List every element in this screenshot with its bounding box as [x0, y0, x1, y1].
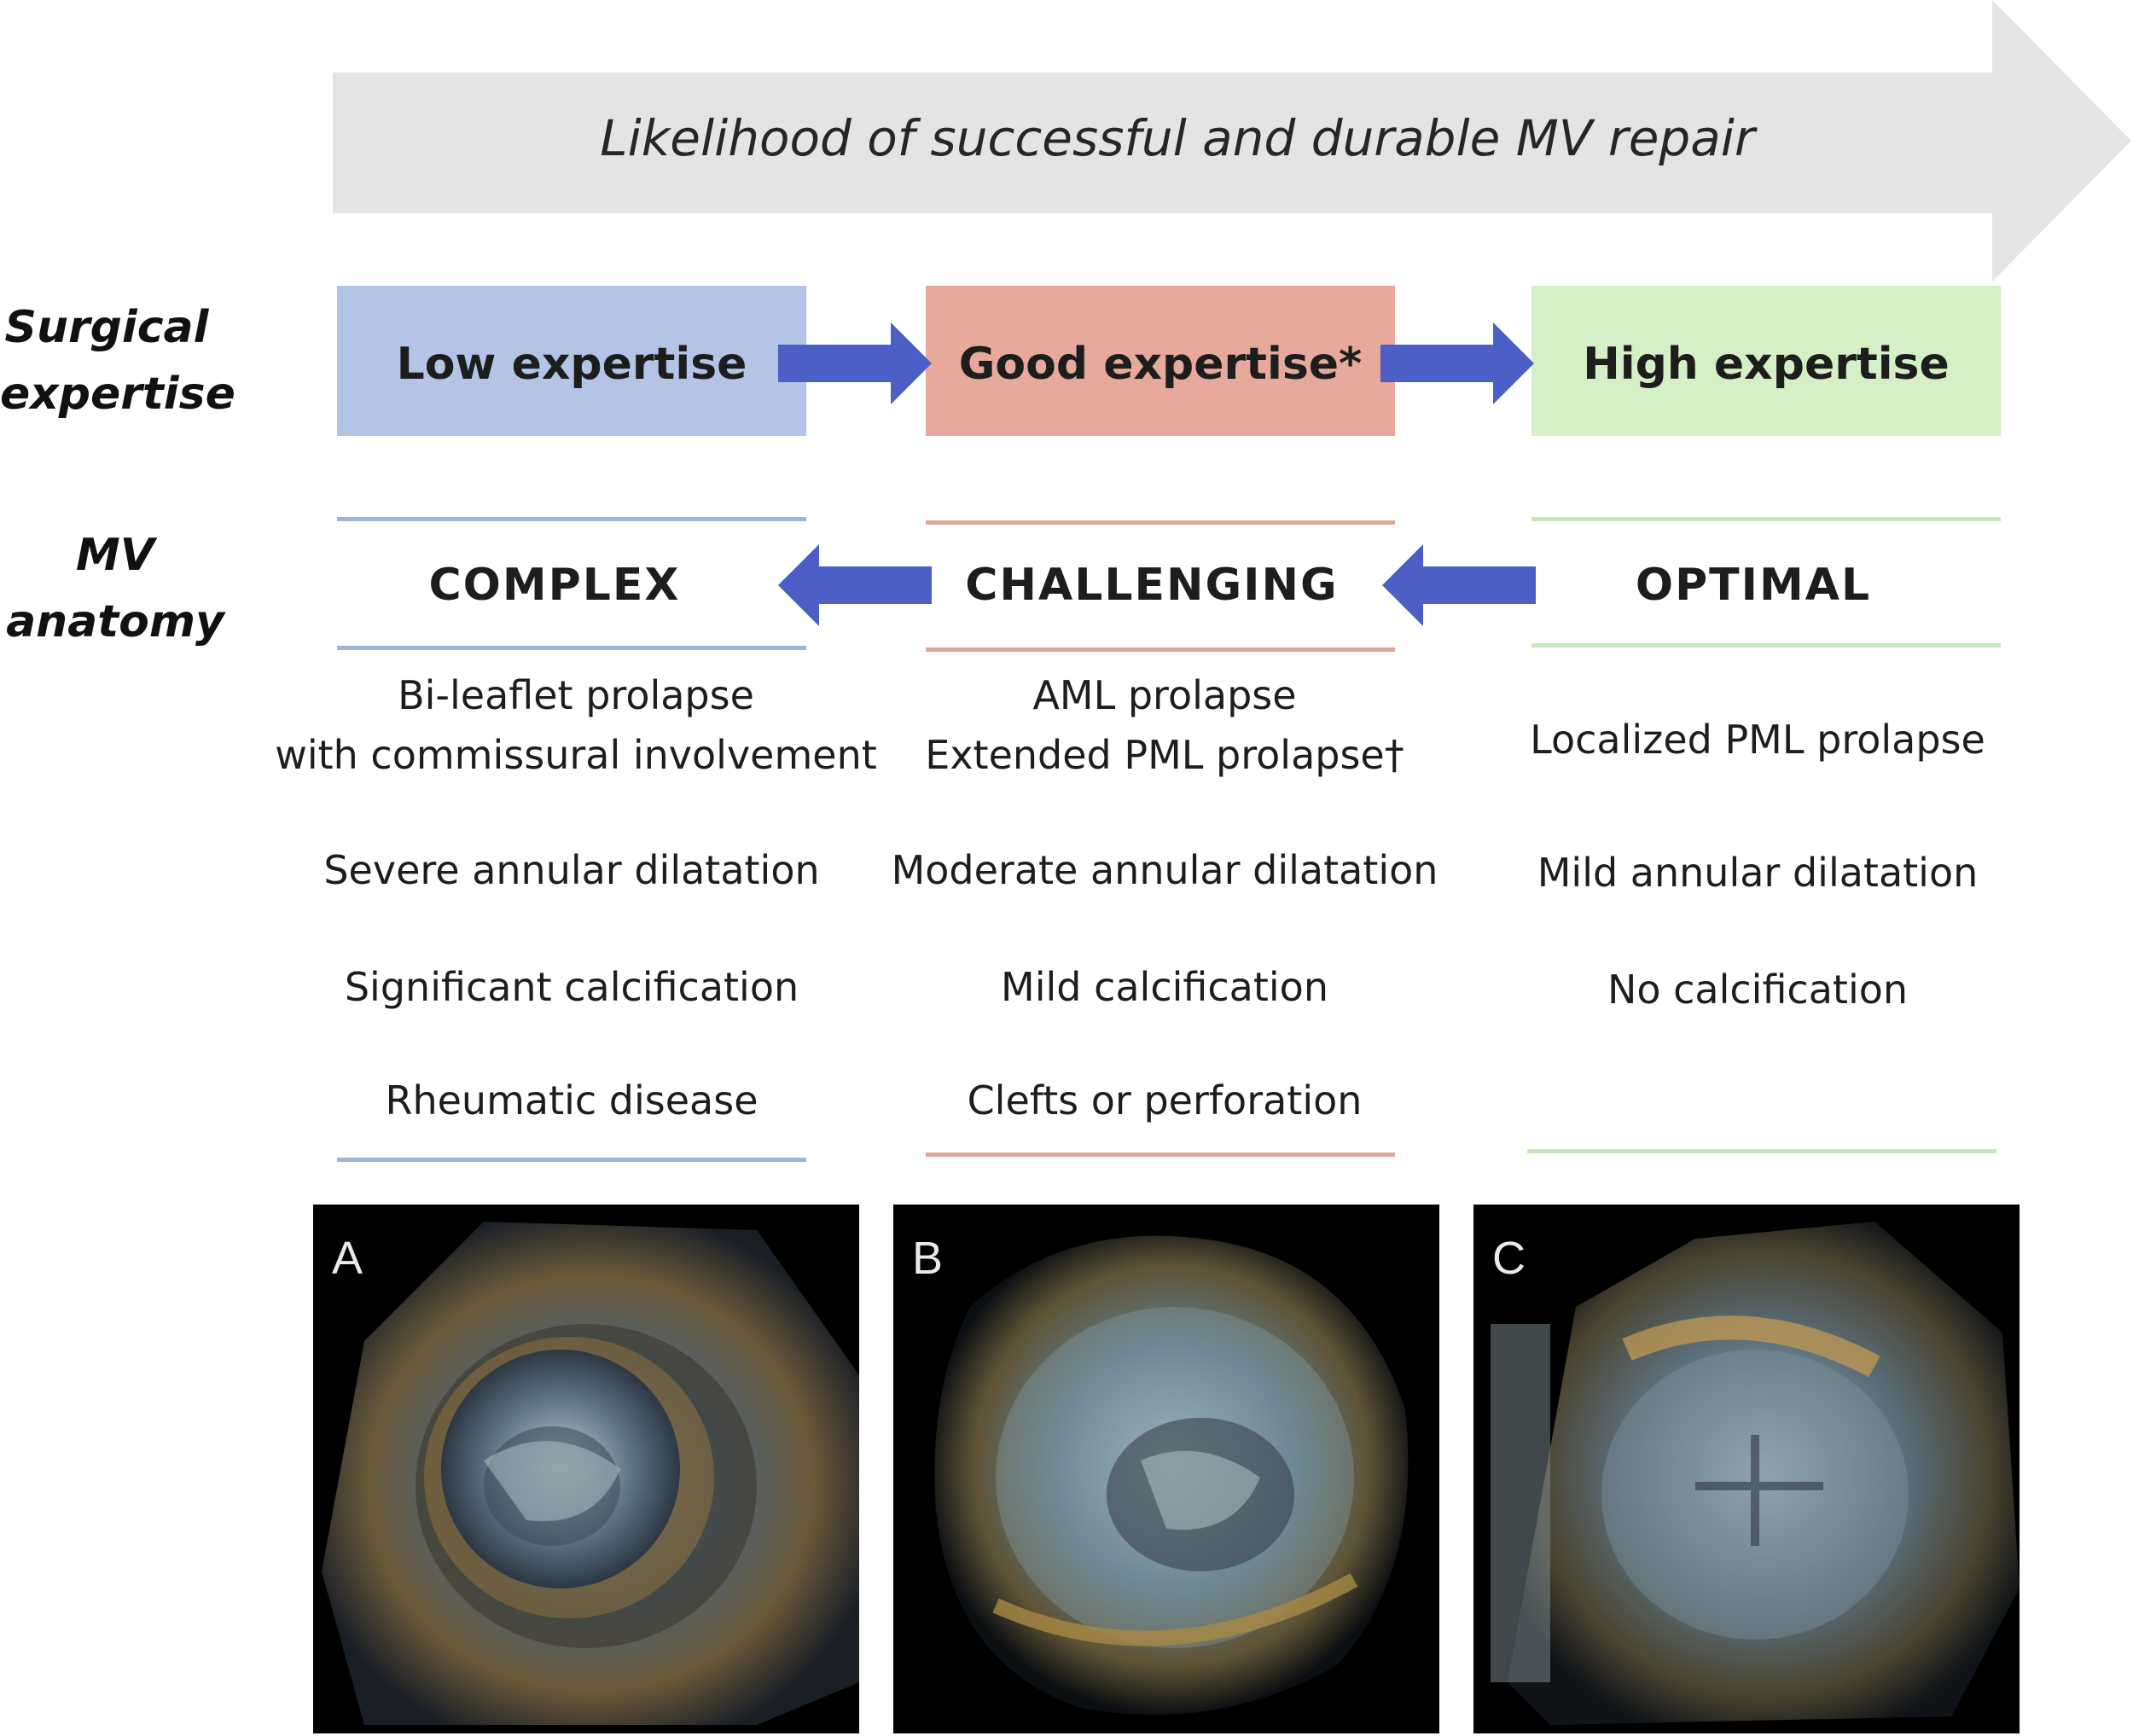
surgical-label-line1: Surgical	[4, 302, 209, 353]
challenging-end-line	[926, 1152, 1395, 1157]
good-expertise-box: Good expertise*	[926, 286, 1395, 436]
challenging-feature-4: Mild calcification	[1001, 964, 1328, 1010]
optimal-feature-2: Mild annular dilatation	[1537, 850, 1979, 896]
echo-render-b	[934, 1235, 1409, 1716]
panel-letter-b: B	[912, 1233, 944, 1284]
challenging-feature-5: Clefts or perforation	[967, 1077, 1363, 1123]
optimal-end-line	[1527, 1149, 1996, 1153]
complex-feature-3: Severe annular dilatation	[323, 847, 820, 893]
challenging-bottom-line	[926, 647, 1395, 652]
challenging-feature-1: AML prolapse	[1032, 672, 1297, 718]
likelihood-arrow-shape	[333, 0, 2131, 282]
complex-feature-2: with commissural involvement	[275, 732, 877, 778]
complex-feature-4: Significant calcification	[344, 964, 799, 1010]
echo-image-b: B	[893, 1205, 1439, 1733]
echo-render-c	[1491, 1222, 2020, 1725]
echo-image-c: C	[1473, 1205, 2020, 1733]
challenging-feature-3: Moderate annular dilatation	[891, 847, 1438, 893]
optimal-bottom-line	[1531, 643, 2001, 647]
echo-render-a	[322, 1222, 859, 1725]
banner-title: Likelihood of successful and durable MV …	[600, 109, 1755, 167]
complex-end-line	[337, 1158, 806, 1162]
optimal-feature-1: Localized PML prolapse	[1530, 717, 1985, 763]
complex-feature-5: Rheumatic disease	[385, 1077, 758, 1123]
low-expertise-label: Low expertise	[396, 339, 747, 390]
surgical-label-line2: expertise	[0, 369, 235, 420]
challenging-feature-2: Extended PML prolapse†	[925, 732, 1404, 778]
high-expertise-label: High expertise	[1583, 339, 1950, 390]
likelihood-arrow	[333, 0, 2131, 282]
anatomy-label-line2: anatomy	[6, 596, 224, 647]
arrow-low-to-good	[778, 322, 932, 404]
echo-image-a: A	[313, 1205, 859, 1733]
challenging-top-line	[926, 520, 1395, 525]
surgical-expertise-label: Surgical expertise	[0, 294, 235, 427]
mv-anatomy-label: MV anatomy	[0, 522, 230, 655]
complex-bottom-line	[337, 646, 806, 650]
arrow-optimal-to-challenging	[1382, 544, 1536, 626]
complex-top-line	[337, 517, 806, 521]
complex-heading: COMPLEX	[428, 560, 681, 611]
panel-letter-a: A	[332, 1233, 363, 1284]
optimal-top-line	[1531, 517, 2001, 521]
complex-feature-1: Bi-leaflet prolapse	[398, 672, 754, 718]
arrow-challenging-to-complex	[778, 544, 932, 626]
good-expertise-label: Good expertise*	[958, 339, 1363, 390]
optimal-heading: OPTIMAL	[1635, 560, 1872, 611]
anatomy-label-line1: MV	[76, 530, 154, 581]
high-expertise-box: High expertise	[1531, 286, 2001, 436]
challenging-heading: CHALLENGING	[965, 560, 1339, 611]
panel-letter-c: C	[1492, 1233, 1526, 1284]
optimal-feature-3: No calcification	[1607, 967, 1909, 1013]
arrow-good-to-high	[1380, 322, 1534, 404]
low-expertise-box: Low expertise	[337, 286, 806, 436]
